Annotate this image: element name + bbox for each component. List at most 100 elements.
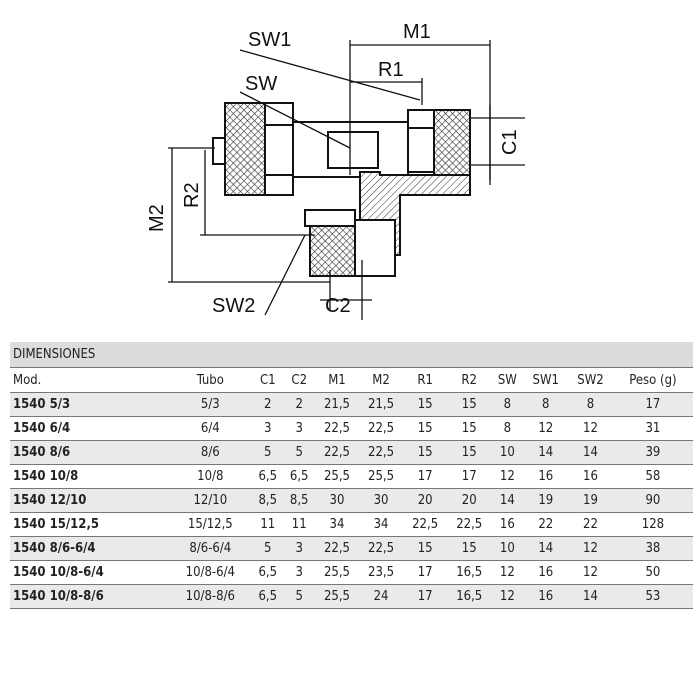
table-cell: 10/8-6/4 xyxy=(168,560,253,585)
label-sw1: SW1 xyxy=(248,29,291,51)
table-cell: 20 xyxy=(447,488,492,513)
table-cell: 3 xyxy=(252,416,284,441)
table-cell: 8 xyxy=(491,416,524,441)
column-header: Tubo xyxy=(168,367,253,393)
table-cell: 5 xyxy=(252,536,284,561)
column-header: SW2 xyxy=(568,367,613,393)
table-cell: 12 xyxy=(491,464,524,489)
table-cell: 2 xyxy=(252,392,284,417)
table-cell: 15 xyxy=(403,536,448,561)
table-cell: 17 xyxy=(612,392,693,417)
table-cell: 34 xyxy=(359,512,404,537)
table-cell: 39 xyxy=(612,440,693,465)
table-cell: 16,5 xyxy=(447,560,492,585)
table-cell: 2 xyxy=(283,392,315,417)
table-cell: 17 xyxy=(403,464,448,489)
table-cell: 128 xyxy=(612,512,693,537)
table-cell: 5 xyxy=(283,440,315,465)
table-cell: 6,5 xyxy=(252,464,284,489)
table-cell: 30 xyxy=(314,488,360,513)
table-cell: 25,5 xyxy=(314,584,360,609)
table-cell: 14 xyxy=(568,440,613,465)
table-cell: 1540 10/8-6/4 xyxy=(10,560,169,585)
table-cell: 5/3 xyxy=(168,392,253,417)
column-header: Mod. xyxy=(10,367,169,393)
column-header: SW1 xyxy=(523,367,569,393)
table-cell: 16 xyxy=(491,512,524,537)
column-header: M1 xyxy=(314,367,360,393)
table-cell: 25,5 xyxy=(314,560,360,585)
table-cell: 1540 8/6 xyxy=(10,440,169,465)
table-cell: 11 xyxy=(252,512,284,537)
column-header: C2 xyxy=(283,367,315,393)
table-cell: 16 xyxy=(523,584,569,609)
table-cell: 12 xyxy=(523,416,569,441)
column-header: M2 xyxy=(359,367,404,393)
label-c2: C2 xyxy=(325,295,351,317)
table-cell: 14 xyxy=(491,488,524,513)
fitting-technical-drawing: SW1 M1 SW R1 C1 M2 R2 SW2 C2 xyxy=(146,21,525,320)
label-r2: R2 xyxy=(181,182,203,208)
table-cell: 34 xyxy=(314,512,360,537)
table-cell: 16 xyxy=(568,464,613,489)
table-cell: 8 xyxy=(491,392,524,417)
table-cell: 21,5 xyxy=(314,392,360,417)
table-cell: 25,5 xyxy=(359,464,404,489)
table-cell: 10 xyxy=(491,536,524,561)
table-cell: 14 xyxy=(523,536,569,561)
label-m2: M2 xyxy=(146,204,168,232)
column-header: Peso (g) xyxy=(612,367,693,393)
table-cell: 22,5 xyxy=(447,512,492,537)
table-cell: 8 xyxy=(523,392,569,417)
table-cell: 8,5 xyxy=(283,488,315,513)
table-cell: 22,5 xyxy=(359,416,404,441)
table-cell: 17 xyxy=(403,560,448,585)
table-cell: 22,5 xyxy=(314,440,360,465)
table-cell: 22,5 xyxy=(359,440,404,465)
table-cell: 6,5 xyxy=(283,464,315,489)
table-cell: 25,5 xyxy=(314,464,360,489)
table-cell: 15 xyxy=(403,440,448,465)
label-sw2: SW2 xyxy=(212,295,255,317)
table-title: DIMENSIONES xyxy=(10,342,693,368)
table-cell: 5 xyxy=(283,584,315,609)
table-cell: 15 xyxy=(403,392,448,417)
table-cell: 14 xyxy=(523,440,569,465)
table-cell: 22,5 xyxy=(314,416,360,441)
table-cell: 6,5 xyxy=(252,584,284,609)
table-cell: 8,5 xyxy=(252,488,284,513)
table-cell: 1540 8/6-6/4 xyxy=(10,536,169,561)
table-cell: 17 xyxy=(447,464,492,489)
table-cell: 12 xyxy=(568,560,613,585)
table-cell: 12 xyxy=(568,416,613,441)
table-cell: 22 xyxy=(523,512,569,537)
table-cell: 12 xyxy=(491,560,524,585)
table-cell: 6,5 xyxy=(252,560,284,585)
table-cell: 1540 12/10 xyxy=(10,488,169,513)
table-cell: 15/12,5 xyxy=(168,512,253,537)
table-cell: 38 xyxy=(612,536,693,561)
label-c1: C1 xyxy=(499,129,521,155)
table-cell: 90 xyxy=(612,488,693,513)
table-cell: 1540 10/8 xyxy=(10,464,169,489)
table-cell: 22 xyxy=(568,512,613,537)
table-cell: 22,5 xyxy=(359,536,404,561)
table-cell: 22,5 xyxy=(403,512,448,537)
fitting-body xyxy=(212,102,471,277)
table-cell: 16 xyxy=(523,560,569,585)
dimension-lines xyxy=(168,40,525,320)
table-cell: 12 xyxy=(491,584,524,609)
table-cell: 30 xyxy=(359,488,404,513)
table-cell: 6/4 xyxy=(168,416,253,441)
table-cell: 10 xyxy=(491,440,524,465)
table-cell: 10/8-8/6 xyxy=(168,584,253,609)
column-header: SW xyxy=(491,367,524,393)
table-cell: 53 xyxy=(612,584,693,609)
